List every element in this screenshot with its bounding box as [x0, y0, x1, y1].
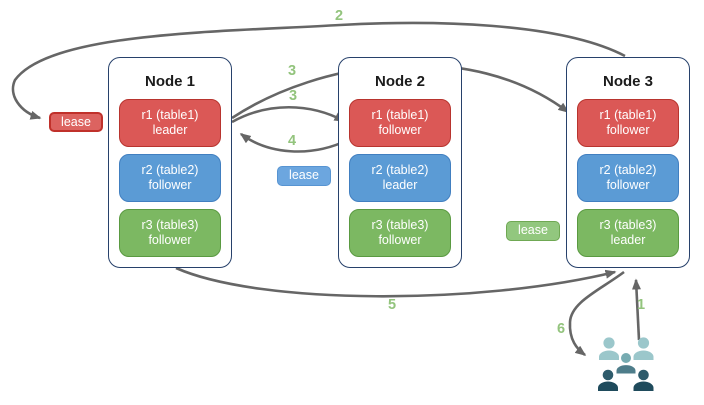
replica-name: r2 (table2)	[599, 163, 657, 177]
replica-name: r2 (table2)	[141, 163, 199, 177]
replica-role: follower	[148, 233, 192, 247]
arrow-step-4	[239, 132, 349, 153]
node1-replica-r2: r2 (table2) follower	[119, 154, 221, 202]
node-title: Node 2	[374, 73, 425, 90]
replica-role: leader	[382, 178, 418, 192]
replica-role: follower	[606, 123, 650, 137]
lease-badge-table1: lease	[49, 112, 103, 132]
node2-replica-r1: r1 (table1) follower	[349, 99, 451, 147]
arrow-step-1	[631, 278, 641, 341]
step-label-2: 2	[334, 8, 344, 24]
node3-replica-r1: r1 (table1) follower	[577, 99, 679, 147]
node2-replica-r3: r3 (table3) follower	[349, 209, 451, 257]
step-label-4: 4	[287, 133, 297, 149]
step-label-3b: 3	[288, 88, 298, 104]
arrow-step-2	[11, 21, 626, 120]
arrow-step-3-to-node2	[231, 105, 346, 124]
node2-replica-r2: r2 (table2) leader	[349, 154, 451, 202]
replica-name: r1 (table1)	[599, 108, 657, 122]
replica-name: r2 (table2)	[371, 163, 429, 177]
arrow-step-5	[175, 266, 617, 298]
arrow-step-6	[568, 270, 625, 357]
node3-replica-r3: r3 (table3) leader	[577, 209, 679, 257]
node3-replica-r2: r2 (table2) follower	[577, 154, 679, 202]
replica-role: follower	[378, 123, 422, 137]
node-3: Node 3 r1 (table1) follower r2 (table2) …	[566, 57, 690, 268]
lease-badge-table2: lease	[277, 166, 331, 186]
replica-name: r1 (table1)	[141, 108, 199, 122]
step-label-6: 6	[556, 321, 566, 337]
replica-role: leader	[610, 233, 646, 247]
step-label-1: 1	[636, 297, 646, 313]
replica-role: follower	[148, 178, 192, 192]
node1-replica-r1: r1 (table1) leader	[119, 99, 221, 147]
node-1: Node 1 r1 (table1) leader r2 (table2) fo…	[108, 57, 232, 268]
node1-replica-r3: r3 (table3) follower	[119, 209, 221, 257]
lease-badge-table3: lease	[506, 221, 560, 241]
replica-role: leader	[152, 123, 188, 137]
step-label-5: 5	[387, 297, 397, 313]
replica-name: r3 (table3)	[371, 218, 429, 232]
replica-name: r1 (table1)	[371, 108, 429, 122]
node-title: Node 3	[602, 73, 653, 90]
replica-role: follower	[606, 178, 650, 192]
replica-role: follower	[378, 233, 422, 247]
step-label-3a: 3	[287, 63, 297, 79]
people-group-icon	[598, 337, 654, 391]
replica-name: r3 (table3)	[599, 218, 657, 232]
node-title: Node 1	[144, 73, 195, 90]
replica-name: r3 (table3)	[141, 218, 199, 232]
node-2: Node 2 r1 (table1) follower r2 (table2) …	[338, 57, 462, 268]
